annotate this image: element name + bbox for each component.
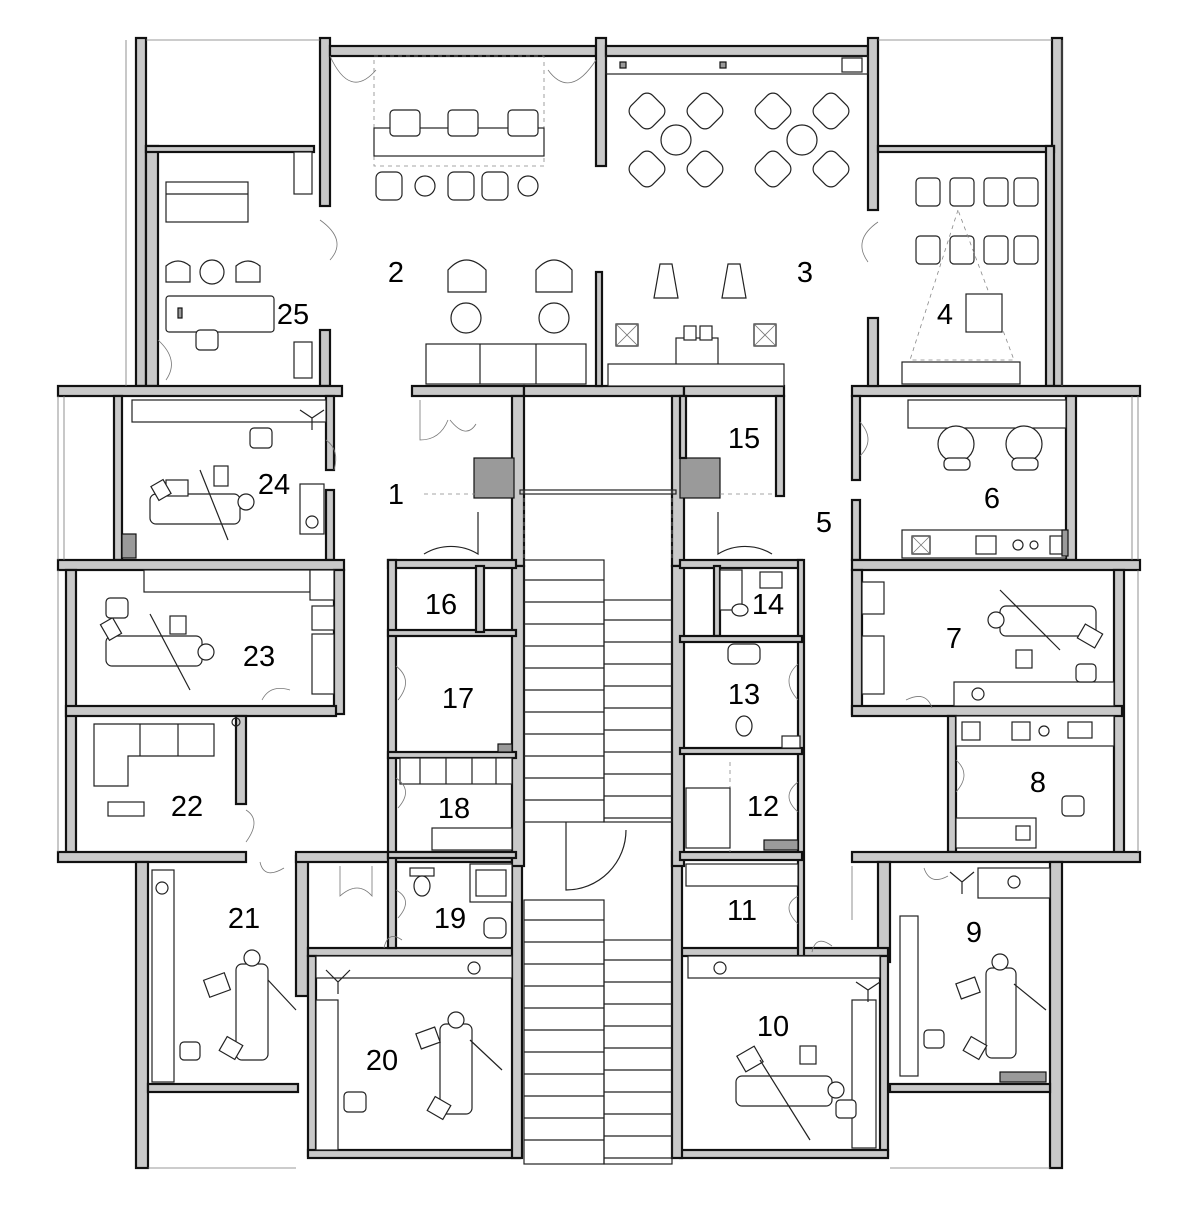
room-4-furniture	[861, 177, 1039, 385]
room-25-furniture	[157, 151, 338, 381]
dental-chair-icon	[735, 1045, 845, 1141]
armchair-icon	[949, 235, 975, 265]
door-swing-icon	[339, 400, 853, 920]
room-10-furniture	[687, 940, 881, 1149]
toilet-icon	[413, 875, 431, 897]
room-label-9: 9	[966, 917, 982, 949]
dental-chair-icon	[202, 949, 297, 1061]
room-7-furniture	[861, 581, 1115, 709]
armchair-icon	[983, 235, 1009, 265]
toilet-icon	[735, 715, 753, 737]
armchair-icon	[949, 177, 975, 207]
sofa-icon	[93, 723, 215, 787]
dental-chair-icon	[415, 1011, 503, 1121]
room-9-furniture	[899, 867, 1051, 1083]
armchair-icon	[375, 171, 539, 201]
room-label-20: 20	[366, 1045, 398, 1077]
room-2-furniture	[329, 55, 597, 385]
armchair-icon	[389, 109, 539, 137]
room-label-23: 23	[243, 641, 275, 673]
room-20-furniture	[315, 936, 513, 1151]
room-21-furniture	[151, 861, 297, 1083]
room-label-19: 19	[434, 903, 466, 935]
room-label-8: 8	[1030, 767, 1046, 799]
room-23-furniture	[99, 569, 335, 701]
room-label-3: 3	[797, 257, 813, 289]
dental-chair-icon	[987, 589, 1104, 669]
room-22-furniture	[93, 717, 255, 843]
dental-chair-icon	[149, 465, 255, 541]
room-label-4: 4	[937, 299, 953, 331]
room-24-furniture	[121, 399, 337, 559]
room-label-13: 13	[728, 679, 760, 711]
room-label-16: 16	[425, 589, 457, 621]
room-label-22: 22	[171, 791, 203, 823]
room-3-furniture	[605, 55, 869, 387]
room-label-10: 10	[757, 1011, 789, 1043]
room-label-12: 12	[747, 791, 779, 823]
room-label-17: 17	[442, 683, 474, 715]
sink-icon	[483, 917, 507, 939]
armchair-icon	[983, 177, 1009, 207]
table-icon	[628, 92, 724, 188]
sofa-icon	[165, 181, 249, 223]
room-label-5: 5	[816, 507, 832, 539]
room-label-7: 7	[946, 623, 962, 655]
room-label-25: 25	[277, 299, 309, 331]
table-icon	[754, 92, 850, 188]
staircase	[519, 489, 677, 1165]
sink-icon	[759, 571, 783, 589]
room-8-furniture	[955, 715, 1115, 849]
room-label-2: 2	[388, 257, 404, 289]
room-label-18: 18	[438, 793, 470, 825]
room-label-21: 21	[228, 903, 260, 935]
room-label-15: 15	[728, 423, 760, 455]
room-label-14: 14	[752, 589, 784, 621]
room-6-furniture	[859, 399, 1069, 559]
room-label-6: 6	[984, 483, 1000, 515]
service-fixtures	[395, 569, 801, 939]
sink-icon	[727, 643, 761, 665]
sofa-icon	[425, 343, 587, 385]
armchair-icon	[1013, 235, 1039, 265]
armchair-icon	[1013, 177, 1039, 207]
armchair-icon	[915, 235, 941, 265]
room-label-24: 24	[258, 469, 290, 501]
toilet-icon	[731, 603, 749, 617]
dental-chair-icon	[99, 613, 215, 691]
room-label-11: 11	[727, 895, 757, 927]
armchair-icon	[915, 177, 941, 207]
dental-chair-icon	[955, 953, 1047, 1061]
window-lines	[57, 39, 1139, 1169]
room-label-1: 1	[388, 479, 404, 511]
